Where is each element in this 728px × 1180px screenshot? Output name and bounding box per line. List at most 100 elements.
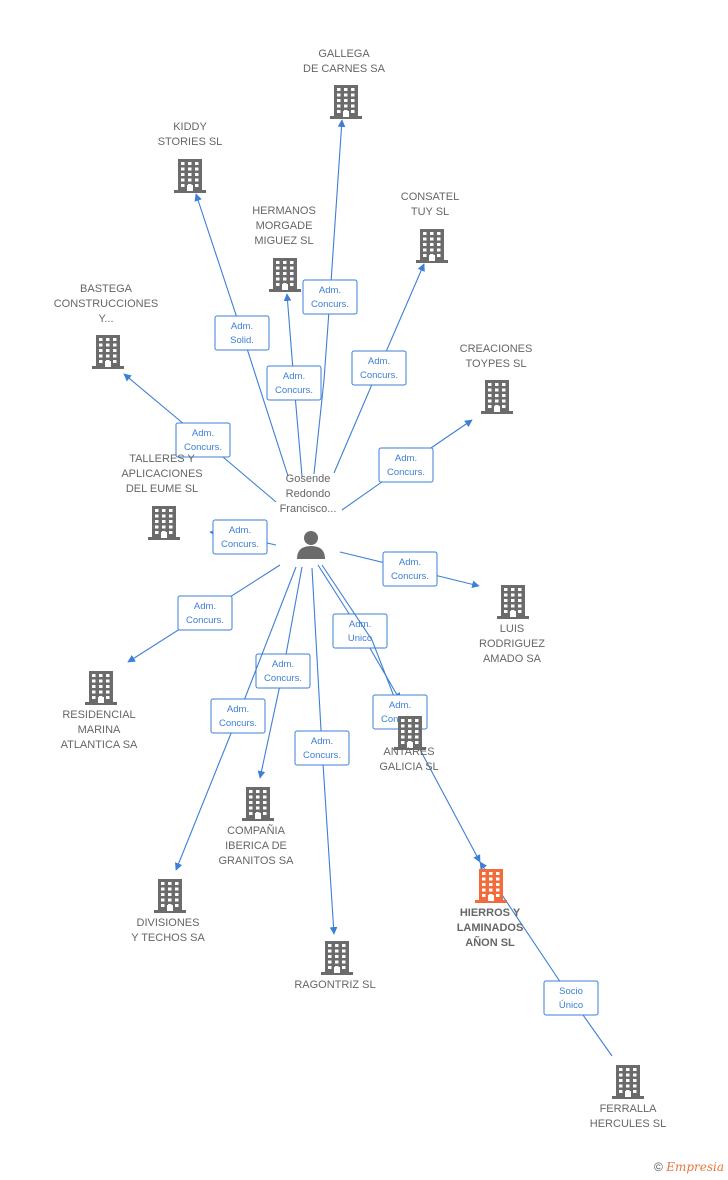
edge-residencial: Adm. Concurs. [127, 564, 281, 663]
edge-label-line: Concurs. [221, 539, 259, 550]
edge-label-box[interactable]: Adm.Concurs. [382, 551, 438, 587]
building-icon [174, 159, 206, 193]
company-node-luis[interactable]: LUIS RODRIGUEZ AMADO SA [479, 585, 545, 665]
edge-divisiones: Adm. Concurs. [175, 566, 297, 871]
company-node-hermanos[interactable]: HERMANOS MORGADE MIGUEZ SL [252, 205, 316, 292]
edge-label-line: Adm. [227, 704, 249, 715]
company-node-bastega[interactable]: BASTEGACONSTRUCCIONESY... [54, 283, 159, 369]
edge-label-line: Único [559, 1000, 583, 1011]
company-label-line: FERRALLA [600, 1103, 658, 1115]
person-label-line: Redondo [286, 488, 331, 500]
company-label-line: ANTARES [383, 746, 434, 758]
center-node[interactable]: GosendeRedondoFrancisco... [280, 473, 337, 559]
building-icon [481, 380, 513, 414]
edge-label-line: Concurs. [219, 718, 257, 729]
edge-label-box[interactable]: Adm.Concurs. [266, 365, 322, 401]
edge-compania: Adm. Concurs. [255, 566, 311, 779]
edge-label-box[interactable]: Adm. Concurs. [255, 653, 311, 689]
company-node-talleres[interactable]: TALLERES Y APLICACIONES DEL EUME SL [121, 453, 203, 540]
building-icon [475, 869, 507, 903]
company-node-ragontriz[interactable]: RAGONTRIZ SL [294, 941, 376, 991]
building-icon [497, 585, 529, 619]
edge-creaciones: Adm.Concurs. [341, 419, 473, 511]
edge-bastega: Adm. Concurs. [123, 373, 277, 503]
brand-logo[interactable]: Empresia [666, 1160, 724, 1174]
edge-label-line: Adm. [194, 601, 216, 612]
edge-label-box[interactable]: Adm.Concurs. [351, 350, 407, 386]
building-icon [612, 1065, 644, 1099]
edge-label-box[interactable]: Adm.Concurs. [378, 447, 434, 483]
building-icon [269, 258, 301, 292]
company-label-line: GALICIA SL [379, 761, 438, 773]
edge-label-box[interactable]: Adm. Concurs. [294, 730, 350, 766]
edge-label-box[interactable]: Adm.Concurs. [212, 519, 268, 555]
company-label-line: LAMINADOS [457, 922, 524, 934]
company-label-line: TALLERES Y [129, 453, 195, 465]
edge-label-box[interactable]: Adm. Concurs. [210, 698, 266, 734]
building-icon [92, 335, 124, 369]
edge-talleres: Adm.Concurs. [209, 519, 277, 555]
company-node-antares[interactable]: ANTARES GALICIA SL [379, 716, 439, 773]
edge-label-box[interactable]: Adm.Concurs. [302, 279, 358, 315]
company-label-line: Y... [98, 313, 113, 325]
edge-label-line: Unico [348, 633, 372, 644]
company-label-line: APLICACIONES [121, 468, 202, 480]
company-label-line: CONSTRUCCIONES [54, 298, 159, 310]
company-label-line: Y TECHOS SA [131, 932, 205, 944]
building-icon [148, 506, 180, 540]
edge-label-line: Adm. [395, 453, 417, 464]
edge-label-line: Concurs. [275, 385, 313, 396]
company-label-line: DEL EUME SL [126, 483, 198, 495]
edge-label-box[interactable]: Adm. Unico [332, 613, 388, 649]
company-node-ferralla[interactable]: FERRALLA HERCULES SL [590, 1065, 666, 1130]
edge-label-line: Adm. [349, 619, 371, 630]
edge-label-line: Concurs. [391, 571, 429, 582]
company-label-line: HERCULES SL [590, 1118, 666, 1130]
edge-label-line: Socio [559, 986, 583, 997]
building-icon [154, 879, 186, 913]
edge-gallega: Adm.Concurs. [302, 119, 358, 475]
company-label-line: MORGADE [256, 220, 313, 232]
company-label-line: DIVISIONES [137, 917, 200, 929]
edge-label-box[interactable]: Adm.Solid. [214, 315, 270, 351]
edge-label-box[interactable]: Adm. Concurs. [177, 595, 233, 631]
edge-label-line: Concurs. [186, 615, 224, 626]
edge-label-line: Adm. [368, 356, 390, 367]
company-label-line: RAGONTRIZ SL [294, 979, 375, 991]
company-node-divisiones[interactable]: DIVISIONES Y TECHOS SA [131, 879, 205, 944]
company-node-consatel[interactable]: CONSATEL TUY SL [401, 191, 459, 263]
edge-label-line: Adm. [389, 700, 411, 711]
edge-line [313, 119, 346, 475]
company-label-line: HIERROS Y [460, 907, 521, 919]
edge-label-line: Concurs. [184, 442, 222, 453]
edge-label-line: Concurs. [264, 673, 302, 684]
person-icon [297, 531, 325, 559]
company-label-line: COMPAÑIA [227, 824, 286, 837]
company-label-line: TUY SL [411, 206, 449, 218]
company-label-line: LUIS [500, 623, 524, 635]
company-label-line: HERMANOS [252, 205, 316, 217]
company-label-line: CONSATEL [401, 191, 459, 203]
company-label-line: AMADO SA [483, 653, 542, 665]
building-icon [85, 671, 117, 705]
company-label-line: RESIDENCIAL [62, 709, 135, 721]
edge-label-line: Adm. [311, 736, 333, 747]
edge-label-line: Adm. [272, 659, 294, 670]
company-label-line: RODRIGUEZ [479, 638, 545, 650]
company-label-line: AÑON SL [465, 936, 515, 949]
company-label-line: GALLEGA [318, 48, 370, 60]
edge-label-line: Adm. [192, 428, 214, 439]
company-label-line: MIGUEZ SL [254, 235, 313, 247]
building-icon [242, 787, 274, 821]
company-node-hierros[interactable]: HIERROS Y LAMINADOS AÑON SL [457, 869, 524, 949]
edge-label-line: Concurs. [303, 750, 341, 761]
edge-label-line: Adm. [231, 321, 253, 332]
edge-label-box[interactable]: Adm. Concurs. [175, 422, 231, 458]
